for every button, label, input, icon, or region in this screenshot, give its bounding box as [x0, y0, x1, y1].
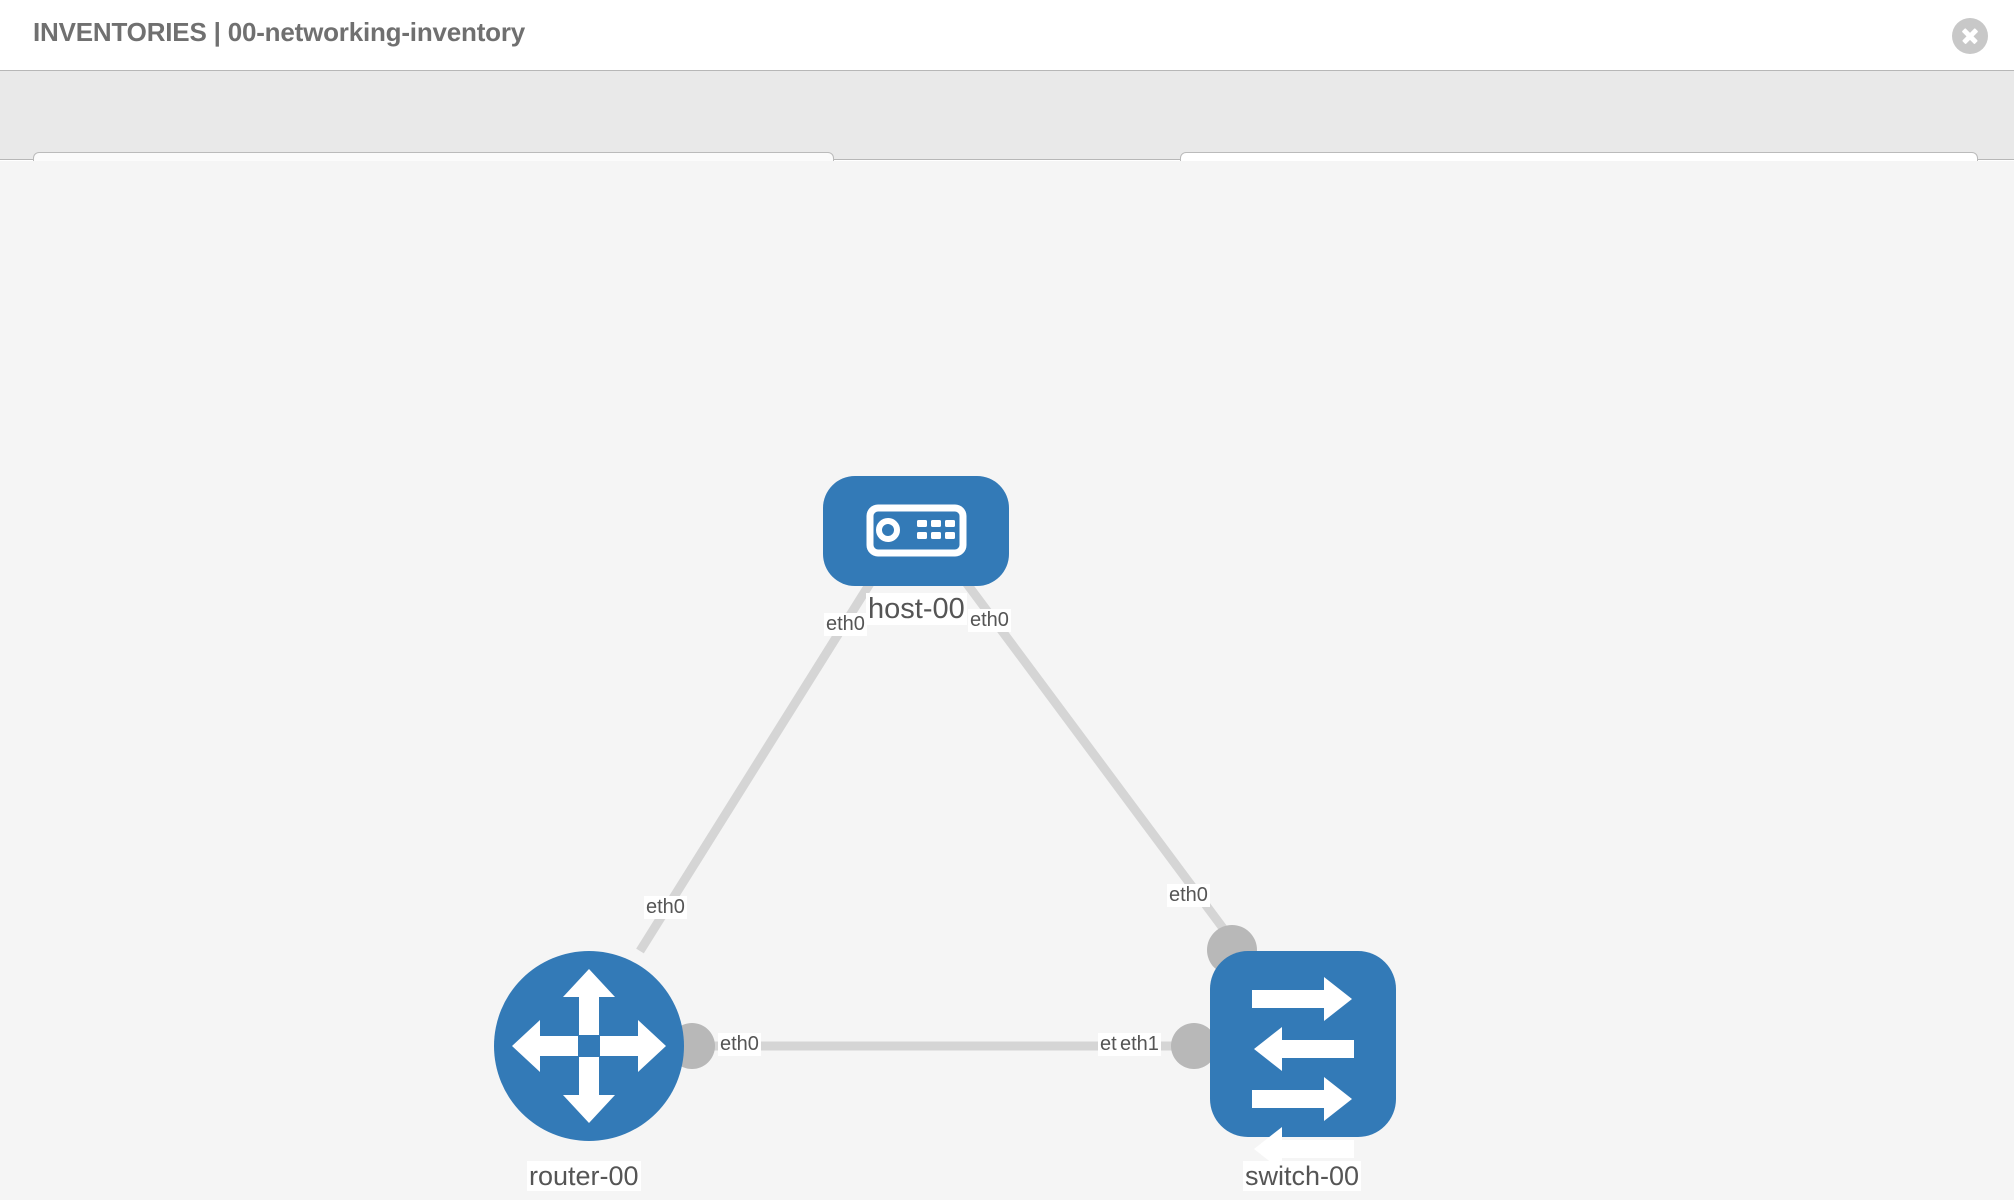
node-router-00: [494, 951, 684, 1141]
header-bar: INVENTORIES | 00-networking-inventory: [0, 0, 2014, 71]
close-icon[interactable]: [1952, 18, 1988, 54]
switch-arrows-icon: [1252, 977, 1354, 1171]
toolbar: ACTIONS SEARCH: [0, 71, 2014, 204]
node-label-switch: switch-00: [1243, 1161, 1362, 1192]
router-arrows-icon: [512, 969, 666, 1123]
node-label-router: router-00: [527, 1161, 641, 1192]
topology-graph: [494, 476, 1396, 1171]
iface-label-switch-eth1: eth1: [1118, 1033, 1161, 1056]
connector-switch-eth1: [1171, 1023, 1217, 1069]
topology-canvas[interactable]: host-00 router-00 switch-00 eth0 eth0 et…: [0, 161, 2014, 1200]
node-switch-00: [1210, 951, 1396, 1171]
iface-label-router-eth0-up: eth0: [644, 896, 687, 919]
iface-label-router-eth0: eth0: [718, 1033, 761, 1056]
page-title: INVENTORIES | 00-networking-inventory: [33, 17, 526, 47]
iface-label-host-eth0-left: eth0: [824, 613, 867, 636]
node-label-host: host-00: [866, 593, 967, 626]
iface-label-switch-eth0-up: eth0: [1167, 884, 1210, 907]
connector-layer: [669, 556, 1257, 1069]
server-icon: [866, 504, 967, 557]
iface-label-host-eth0-right: eth0: [968, 609, 1011, 632]
link-layer: [636, 558, 1244, 1051]
node-host-00: [823, 476, 1009, 586]
